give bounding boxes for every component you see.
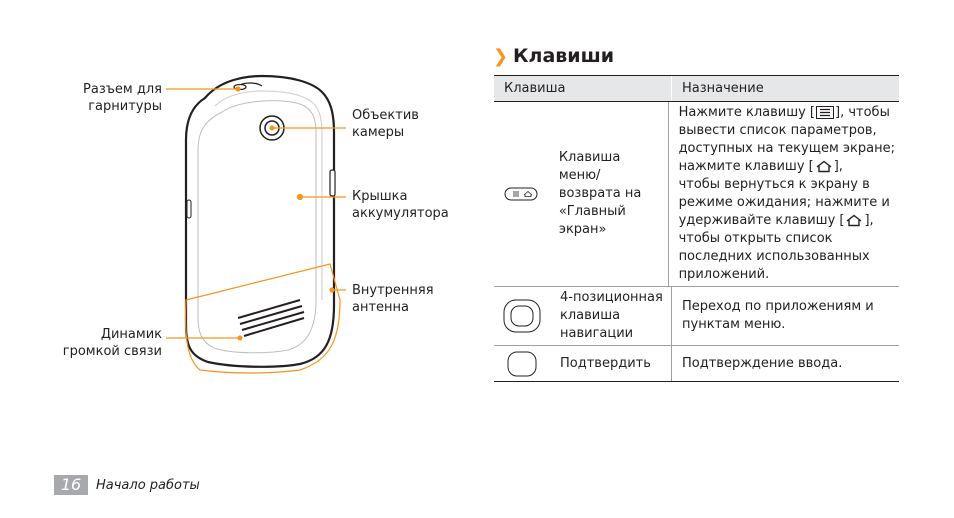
key-description: Нажмите клавишу [], чтобы вывести список… xyxy=(678,105,895,282)
callout-battery-cover: Крышка аккумулятора xyxy=(352,189,449,221)
table-row: Подтвердить Подтверждение ввода. xyxy=(494,346,899,382)
page-number: 16 xyxy=(54,475,88,495)
home-icon xyxy=(847,214,862,227)
table-header: Клавиша Назначение xyxy=(494,75,899,102)
header-key: Клавиша xyxy=(494,76,672,101)
key-description: Переход по приложениям и пунктам меню. xyxy=(682,299,874,332)
key-name: Клавиша меню/ возврата на «Главный экран… xyxy=(549,102,669,286)
keys-table: Клавиша Назначение Клавиша меню/ возврат… xyxy=(494,75,899,382)
callout-internal-antenna: Внутренняя антенна xyxy=(352,283,434,315)
speaker-grille xyxy=(237,299,305,337)
confirm-key-icon xyxy=(507,351,537,376)
menu-home-key-icon xyxy=(504,187,538,201)
chapter-label: Начало работы xyxy=(96,477,200,493)
menu-icon xyxy=(816,106,835,119)
section-title: Клавиши xyxy=(513,45,615,67)
section-heading: ❯ Клавиши xyxy=(489,44,614,68)
callout-headset-jack: Разъем для гарнитуры xyxy=(83,82,162,114)
phone-back-illustration xyxy=(166,74,346,374)
chevron-right-icon: ❯ xyxy=(493,45,509,67)
callout-camera-lens: Объектив камеры xyxy=(352,108,419,140)
battery-cover-outline xyxy=(197,100,317,354)
antenna-region xyxy=(184,263,341,374)
header-purpose: Назначение xyxy=(682,81,764,96)
key-name: 4-позиционная клавиша навигации xyxy=(550,287,672,345)
navigation-key-icon xyxy=(503,299,541,333)
table-row: Клавиша меню/ возврата на «Главный экран… xyxy=(494,102,899,287)
phone-body xyxy=(184,74,336,368)
key-description: Подтверждение ввода. xyxy=(682,355,843,371)
key-name: Подтвердить xyxy=(550,346,672,381)
callout-speaker: Динамик громкой связи xyxy=(62,327,162,359)
page-footer: 16 Начало работы xyxy=(54,475,200,495)
home-icon xyxy=(816,160,832,173)
table-row: 4-позиционная клавиша навигации Переход … xyxy=(494,287,899,346)
